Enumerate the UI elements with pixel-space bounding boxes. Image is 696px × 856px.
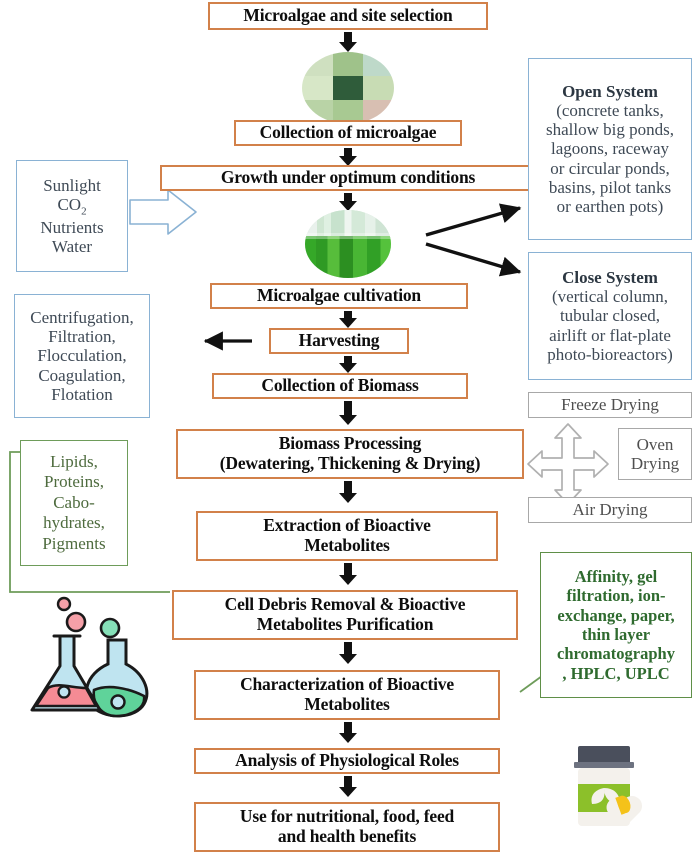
flow-step-line-1: Extraction of Bioactive xyxy=(263,515,431,536)
close-system-line-1: (vertical column, xyxy=(551,287,669,307)
flow-step-cell-debris-removal-purification[interactable]: Cell Debris Removal & Bioactive Metaboli… xyxy=(172,590,518,640)
flow-step-line-2: Metabolites xyxy=(304,694,390,714)
harvest-method-filtration: Filtration, xyxy=(48,327,116,347)
input-water: Water xyxy=(51,236,93,256)
flow-step-collection-of-microalgae[interactable]: Collection of microalgae xyxy=(234,120,462,146)
input-co2: CO2 xyxy=(57,195,87,218)
metabolite-lipids: Lipids, xyxy=(50,452,98,472)
air-drying-box[interactable]: Air Drying xyxy=(528,497,692,523)
chromatography-box[interactable]: Affinity, gel filtration, ion- exchange,… xyxy=(540,552,692,698)
inputs-block-arrow xyxy=(129,189,197,235)
flow-step-label: Growth under optimum conditions xyxy=(220,167,476,188)
flow-step-label: Analysis of Physiological Roles xyxy=(235,750,459,771)
algae-culture-image xyxy=(305,210,391,278)
flow-step-analysis-physiological-roles[interactable]: Analysis of Physiological Roles xyxy=(194,748,500,774)
flow-step-extraction-bioactive-metabolites[interactable]: Extraction of Bioactive Metabolites xyxy=(196,511,498,561)
flow-step-microalgae-cultivation[interactable]: Microalgae cultivation xyxy=(210,283,468,309)
laboratory-flasks-illustration xyxy=(24,592,164,720)
metabolite-proteins: Proteins, xyxy=(44,472,104,492)
harvest-method-centrifugation: Centrifugation, xyxy=(30,308,134,328)
freeze-drying-label: Freeze Drying xyxy=(561,395,659,415)
chromatography-connector xyxy=(519,556,543,693)
flow-step-line-1: Cell Debris Removal & Bioactive xyxy=(224,594,466,615)
harvest-method-coagulation: Coagulation, xyxy=(38,365,126,385)
flow-step-label: Collection of microalgae xyxy=(259,122,437,143)
flow-step-characterization-bioactive-metabolites[interactable]: Characterization of Bioactive Metabolite… xyxy=(194,670,500,720)
flow-step-label: Collection of Biomass xyxy=(261,375,419,396)
chromatography-line-5: chromatography xyxy=(557,644,675,664)
flow-step-use-for-nutrition[interactable]: Use for nutritional, food, feed and heal… xyxy=(194,802,500,852)
open-system-box[interactable]: Open System (concrete tanks, shallow big… xyxy=(528,58,692,240)
flow-step-label: Microalgae cultivation xyxy=(257,285,421,306)
harvest-method-flocculation: Flocculation, xyxy=(37,346,127,366)
flow-step-growth-optimum-conditions[interactable]: Growth under optimum conditions xyxy=(160,165,536,191)
chromatography-line-4: thin layer xyxy=(581,625,651,644)
metabolites-box[interactable]: Lipids, Proteins, Cabo- hydrates, Pigmen… xyxy=(20,440,128,566)
freeze-drying-box[interactable]: Freeze Drying xyxy=(528,392,692,418)
branch-arrow-open-system xyxy=(425,203,522,237)
microalgae-collage-image xyxy=(302,52,394,124)
close-system-box[interactable]: Close System (vertical column, tubular c… xyxy=(528,252,692,380)
close-system-heading: Close System xyxy=(562,268,658,288)
flow-step-collection-of-biomass[interactable]: Collection of Biomass xyxy=(212,373,468,399)
flow-step-microalgae-site-selection[interactable]: Microalgae and site selection xyxy=(208,2,488,30)
metabolite-pigments: Pigments xyxy=(42,533,106,553)
supplement-bottle-illustration xyxy=(560,738,656,842)
open-system-heading: Open System xyxy=(562,82,658,102)
oven-drying-box[interactable]: Oven Drying xyxy=(618,428,692,480)
open-system-line-2: shallow big ponds, xyxy=(546,120,674,140)
close-system-line-3: airlift or flat-plate xyxy=(549,325,671,345)
flow-step-line-2: and health benefits xyxy=(277,826,417,846)
flow-step-label: Microalgae and site selection xyxy=(243,5,453,26)
oven-drying-line-2: Drying xyxy=(630,454,680,473)
input-sunlight: Sunlight xyxy=(43,176,101,196)
close-system-line-2: tubular closed, xyxy=(559,306,661,326)
chromatography-line-1: Affinity, gel xyxy=(574,567,658,587)
open-system-line-6: or earthen pots) xyxy=(556,196,664,216)
open-system-line-4: or circular ponds, xyxy=(550,158,670,178)
metabolite-carbohydrates-a: Cabo- xyxy=(53,492,95,512)
close-system-line-4: photo-bioreactors) xyxy=(547,344,673,364)
open-system-line-3: lagoons, raceway xyxy=(550,139,669,159)
flow-step-line-2: Metabolites Purification xyxy=(256,614,434,634)
flow-step-line-2: (Dewatering, Thickening & Drying) xyxy=(219,453,481,473)
open-system-line-1: (concrete tanks, xyxy=(556,101,664,121)
flow-step-label: Harvesting xyxy=(298,330,380,351)
flow-step-line-1: Biomass Processing xyxy=(278,433,422,454)
oven-drying-line-1: Oven xyxy=(636,434,674,454)
inputs-box[interactable]: Sunlight CO2 Nutrients Water xyxy=(16,160,128,272)
chromatography-line-2: filtration, ion- xyxy=(566,586,666,606)
metabolite-carbohydrates-b: hydrates, xyxy=(43,513,105,533)
flow-step-harvesting[interactable]: Harvesting xyxy=(269,328,409,354)
flow-step-line-1: Characterization of Bioactive xyxy=(240,674,454,695)
drying-four-way-arrow xyxy=(527,423,609,505)
harvest-method-flotation: Flotation xyxy=(51,384,113,404)
open-system-line-5: basins, pilot tanks xyxy=(548,177,672,197)
harvesting-methods-box[interactable]: Centrifugation, Filtration, Flocculation… xyxy=(14,294,150,418)
chromatography-line-6: , HPLC, UPLC xyxy=(562,663,670,683)
input-nutrients: Nutrients xyxy=(40,217,104,237)
chromatography-line-3: exchange, paper, xyxy=(557,605,675,625)
flow-step-biomass-processing[interactable]: Biomass Processing (Dewatering, Thickeni… xyxy=(176,429,524,479)
branch-arrow-close-system xyxy=(425,242,522,277)
flow-step-line-2: Metabolites xyxy=(304,535,390,555)
flow-step-line-1: Use for nutritional, food, feed xyxy=(239,806,455,827)
air-drying-label: Air Drying xyxy=(572,500,648,520)
